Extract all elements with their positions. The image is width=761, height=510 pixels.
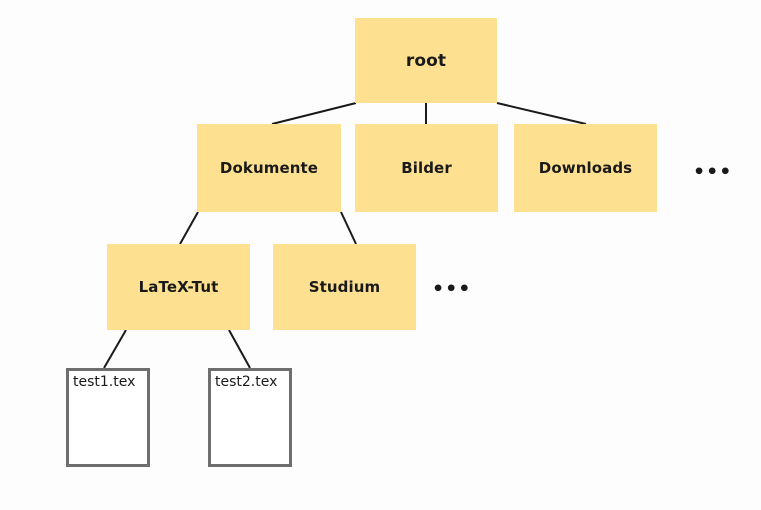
folder-node-dokumente[interactable]: Dokumente — [197, 124, 341, 212]
file-label-test1: test1.tex — [73, 374, 136, 390]
tree-edge-dokumente-to-studium — [340, 211, 357, 245]
folder-node-downloads[interactable]: Downloads — [514, 124, 657, 212]
folder-label-root: root — [405, 50, 447, 71]
tree-edge-root-to-dokumente — [271, 102, 357, 125]
ellipsis-level2: ••• — [432, 278, 472, 300]
file-node-test1[interactable]: test1.tex — [66, 368, 150, 467]
folder-node-root[interactable]: root — [355, 18, 497, 103]
tree-edge-latex-tut-to-test2 — [228, 329, 251, 369]
folder-node-studium[interactable]: Studium — [273, 244, 416, 330]
folder-node-latex-tut[interactable]: LaTeX-Tut — [107, 244, 250, 330]
folder-node-bilder[interactable]: Bilder — [355, 124, 498, 212]
tree-edge-root-to-downloads — [496, 102, 587, 125]
file-node-test2[interactable]: test2.tex — [208, 368, 292, 467]
folder-label-studium: Studium — [308, 278, 381, 296]
folder-label-downloads: Downloads — [538, 159, 633, 177]
folder-label-bilder: Bilder — [401, 159, 452, 177]
tree-edge-dokumente-to-latex-tut — [179, 211, 199, 245]
folder-label-latex-tut: LaTeX-Tut — [138, 278, 219, 296]
ellipsis-level1: ••• — [693, 161, 733, 183]
file-label-test2: test2.tex — [215, 374, 278, 390]
folder-label-dokumente: Dokumente — [219, 159, 319, 177]
tree-edge-latex-tut-to-test1 — [103, 329, 127, 369]
